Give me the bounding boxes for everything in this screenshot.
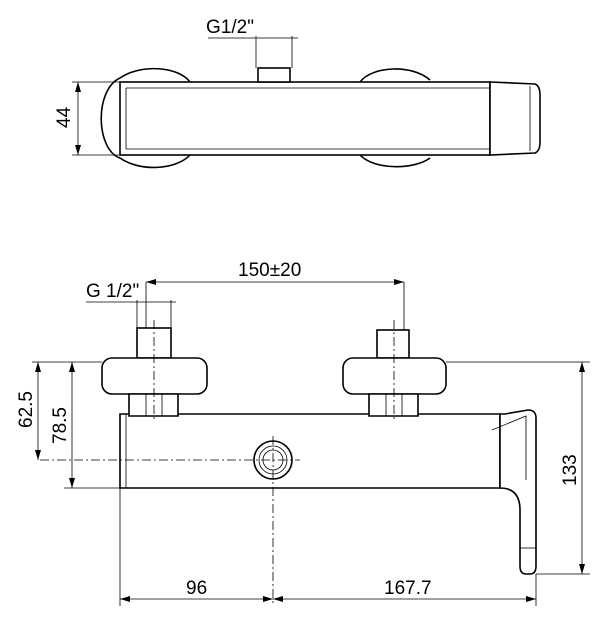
dim-167-arrow-right [526, 596, 536, 602]
top-lever [489, 81, 541, 156]
right-inlet-nut [368, 393, 419, 417]
center-dim-arrow-left [146, 279, 156, 285]
left-inlet-rosette [101, 357, 208, 395]
right-inlet-pipe [376, 329, 410, 359]
dim-133-label: 133 [560, 454, 581, 486]
top-view: G1/2" 44 [54, 17, 541, 169]
front-left-inlet [101, 320, 208, 420]
front-thread-label: G 1/2" [86, 281, 139, 302]
top-depth-arrow-top [75, 82, 81, 92]
top-depth-label: 44 [54, 106, 75, 128]
front-lever [499, 409, 537, 575]
center-dim-arrow-right [394, 279, 404, 285]
dim-62-label: 62.5 [16, 391, 37, 428]
dim-167-label: 167.7 [384, 578, 432, 599]
dim-167-arrow-left [273, 596, 283, 602]
right-inlet-rosette [342, 357, 447, 395]
front-lever-front [491, 415, 527, 480]
dim-78-label: 78.5 [50, 407, 71, 444]
dim-78-arrow-bottom [69, 478, 75, 488]
front-view: 150±20 G 1/2" 62.5 78.5 133 96 [16, 260, 590, 606]
top-right-rosette-bottom [359, 154, 431, 168]
front-body [119, 413, 501, 489]
front-right-inlet [342, 320, 447, 420]
top-depth-arrow-bottom [75, 145, 81, 155]
front-outlet [40, 436, 300, 604]
dim-133-arrow-bottom [579, 564, 585, 574]
center-dim-label: 150±20 [238, 260, 301, 281]
dim-96-arrow-right [263, 596, 273, 602]
dim-96-arrow-left [120, 596, 130, 602]
dim-78-arrow-top [69, 362, 75, 372]
top-thread-label: G1/2" [206, 17, 254, 38]
top-right-rosette [359, 68, 431, 83]
dim-133-arrow-top [579, 362, 585, 372]
top-body [119, 81, 491, 156]
dim-96-label: 96 [186, 578, 207, 599]
dim-62-arrow-top [35, 362, 41, 372]
top-left-rosette-bottom [119, 154, 191, 169]
top-left-rosette [100, 67, 191, 159]
dim-62-arrow-bottom [35, 450, 41, 460]
top-inlet [257, 67, 291, 83]
left-inlet-nut [128, 393, 179, 417]
